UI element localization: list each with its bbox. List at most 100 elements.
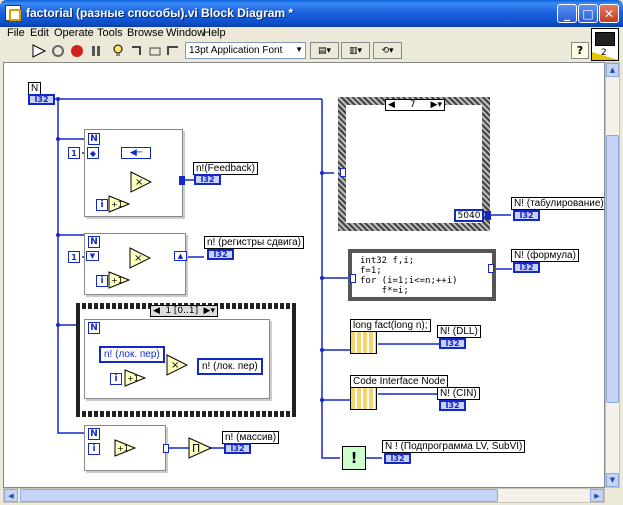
- svg-text:×: ×: [171, 360, 179, 371]
- code-interface-node[interactable]: [350, 387, 377, 410]
- formula-node[interactable]: int32 f,i; f=1; for (i=1;i<=n;++i) f*=i;: [348, 249, 496, 301]
- formula-indicator-label: N! (формула): [511, 249, 579, 262]
- loop4-iteration-terminal[interactable]: i: [88, 443, 100, 455]
- n-control[interactable]: I32: [28, 94, 55, 105]
- labview-app-icon[interactable]: [5, 5, 21, 21]
- scrollbar-corner: [605, 488, 620, 503]
- step-out-icon[interactable]: [164, 42, 182, 59]
- array-product-icon[interactable]: Π: [188, 437, 212, 459]
- run-icon[interactable]: [30, 42, 48, 59]
- dll-indicator-label: N! (DLL): [437, 325, 481, 338]
- svg-text:+1: +1: [111, 276, 123, 285]
- loop2-increment-icon[interactable]: +1: [108, 271, 130, 289]
- subvi-indicator[interactable]: I32: [384, 453, 411, 464]
- loop3-multiply-icon[interactable]: ×: [166, 354, 188, 376]
- font-select[interactable]: 13pt Application Font ▼: [185, 42, 306, 59]
- abort-icon[interactable]: [68, 42, 86, 59]
- highlight-execution-icon[interactable]: [109, 42, 127, 59]
- vi-icon-corner: [592, 52, 618, 60]
- chevron-right-icon[interactable]: ▶▾: [430, 100, 442, 110]
- window-title: factorial (разные способы).vi Block Diag…: [26, 6, 294, 20]
- loop4-count-terminal[interactable]: N: [88, 428, 100, 440]
- pause-icon[interactable]: [87, 42, 105, 59]
- subvi-indicator-label: N ! (Подпрограмма LV, SubVI): [382, 440, 526, 453]
- svg-text:+1: +1: [111, 200, 123, 209]
- horizontal-scroll-thumb[interactable]: [20, 489, 498, 502]
- run-continuously-icon[interactable]: [49, 42, 67, 59]
- toolbar: 13pt Application Font ▼ ▤▾ ▥▾ ⟲▾ ?: [3, 41, 620, 60]
- menu-edit[interactable]: Edit: [30, 27, 49, 39]
- block-diagram-canvas[interactable]: N I32 N i 1 ◆ ◀─ +1 × n!(Feedback) I32 N…: [3, 62, 605, 488]
- loop1-feedback-init-icon[interactable]: ◆: [87, 147, 99, 159]
- horizontal-scrollbar[interactable]: ◀ ▶: [3, 488, 605, 503]
- call-library-function-node[interactable]: [350, 331, 377, 354]
- maximize-button[interactable]: □: [578, 4, 598, 23]
- dll-call-label: long fact(long n);: [350, 319, 431, 332]
- distribute-objects-icon[interactable]: ▥▾: [341, 42, 370, 59]
- loop1-init-constant[interactable]: 1: [68, 147, 80, 159]
- menu-browse[interactable]: Browse: [127, 27, 164, 39]
- loop1-multiply-icon[interactable]: ×: [130, 171, 152, 193]
- loop1-increment-icon[interactable]: +1: [108, 195, 130, 213]
- chevron-left-icon[interactable]: ◀: [153, 306, 160, 316]
- font-select-value: 13pt Application Font: [189, 45, 283, 56]
- loop2-iteration-terminal[interactable]: i: [96, 275, 108, 287]
- chevron-down-icon: ▼: [295, 45, 303, 54]
- case-input-tunnel: [340, 168, 346, 177]
- loop1-iteration-terminal[interactable]: i: [96, 199, 108, 211]
- feedback-indicator[interactable]: I32: [194, 174, 221, 185]
- array-indicator[interactable]: I32: [224, 443, 251, 454]
- minimize-button[interactable]: _: [557, 4, 577, 23]
- menu-file[interactable]: File: [7, 27, 25, 39]
- menu-operate[interactable]: Operate: [54, 27, 94, 39]
- formula-indicator[interactable]: I32: [513, 262, 540, 273]
- shift-register-indicator-label: n! (регистры сдвига): [204, 236, 304, 249]
- loop1-count-terminal[interactable]: N: [88, 133, 100, 145]
- tabulation-indicator[interactable]: I32: [513, 210, 540, 221]
- vertical-scrollbar[interactable]: ▲ ▼: [605, 62, 620, 488]
- close-button[interactable]: ✕: [599, 4, 619, 23]
- feedback-node-icon[interactable]: ◀─: [121, 147, 151, 159]
- scroll-down-icon[interactable]: ▼: [606, 473, 619, 487]
- loop2-init-constant[interactable]: 1: [68, 251, 80, 263]
- case-selector-value: 7: [409, 100, 416, 110]
- menu-window[interactable]: Window: [166, 27, 206, 39]
- menu-tools[interactable]: Tools: [97, 27, 123, 39]
- vertical-scroll-thumb[interactable]: [606, 135, 619, 403]
- case-selector[interactable]: ◀ 7 ▶▾: [385, 99, 445, 111]
- chevron-left-icon[interactable]: ◀: [388, 100, 395, 110]
- scroll-left-icon[interactable]: ◀: [4, 489, 18, 502]
- step-into-icon[interactable]: [128, 42, 146, 59]
- align-objects-icon[interactable]: ▤▾: [310, 42, 339, 59]
- loop2-multiply-icon[interactable]: ×: [129, 247, 151, 269]
- sequence-selector[interactable]: ◀ 1 [0..1] ▶▾: [150, 305, 218, 317]
- vi-icon[interactable]: 2: [591, 28, 619, 61]
- case-constant[interactable]: 5040: [454, 209, 484, 222]
- local-variable-write[interactable]: n! (лок. пер): [197, 358, 263, 375]
- context-help-button[interactable]: ?: [571, 42, 589, 59]
- svg-text:×: ×: [134, 253, 142, 264]
- shift-register-indicator[interactable]: I32: [207, 249, 234, 260]
- loop3-iteration-terminal[interactable]: i: [110, 373, 122, 385]
- loop4-increment-icon[interactable]: +1: [114, 439, 136, 457]
- formula-output-terminal: [488, 264, 494, 273]
- local-variable-read[interactable]: n! (лок. пер): [99, 346, 165, 363]
- factorial-subvi-icon[interactable]: !: [342, 446, 366, 470]
- loop3-count-terminal[interactable]: N: [88, 322, 100, 334]
- scroll-up-icon[interactable]: ▲: [606, 63, 619, 77]
- shift-register-right-icon[interactable]: ▲: [174, 251, 187, 261]
- loop3-increment-icon[interactable]: +1: [124, 369, 146, 387]
- shift-register-left-icon[interactable]: ▼: [86, 251, 99, 261]
- reorder-icon[interactable]: ⟲▾: [373, 42, 402, 59]
- formula-line-3: for (i=1;i<=n;++i): [360, 276, 458, 286]
- chevron-right-icon[interactable]: ▶▾: [203, 306, 215, 316]
- dll-indicator[interactable]: I32: [439, 338, 466, 349]
- loop2-count-terminal[interactable]: N: [88, 236, 100, 248]
- menu-help[interactable]: Help: [203, 27, 226, 39]
- scroll-right-icon[interactable]: ▶: [590, 489, 604, 502]
- step-over-icon[interactable]: [146, 42, 164, 59]
- sequence-selector-value: 1 [0..1]: [165, 306, 199, 316]
- title-bar[interactable]: factorial (разные способы).vi Block Diag…: [0, 0, 623, 27]
- tabulation-indicator-label: N! (табулирование): [511, 197, 604, 210]
- cin-indicator[interactable]: I32: [439, 400, 466, 411]
